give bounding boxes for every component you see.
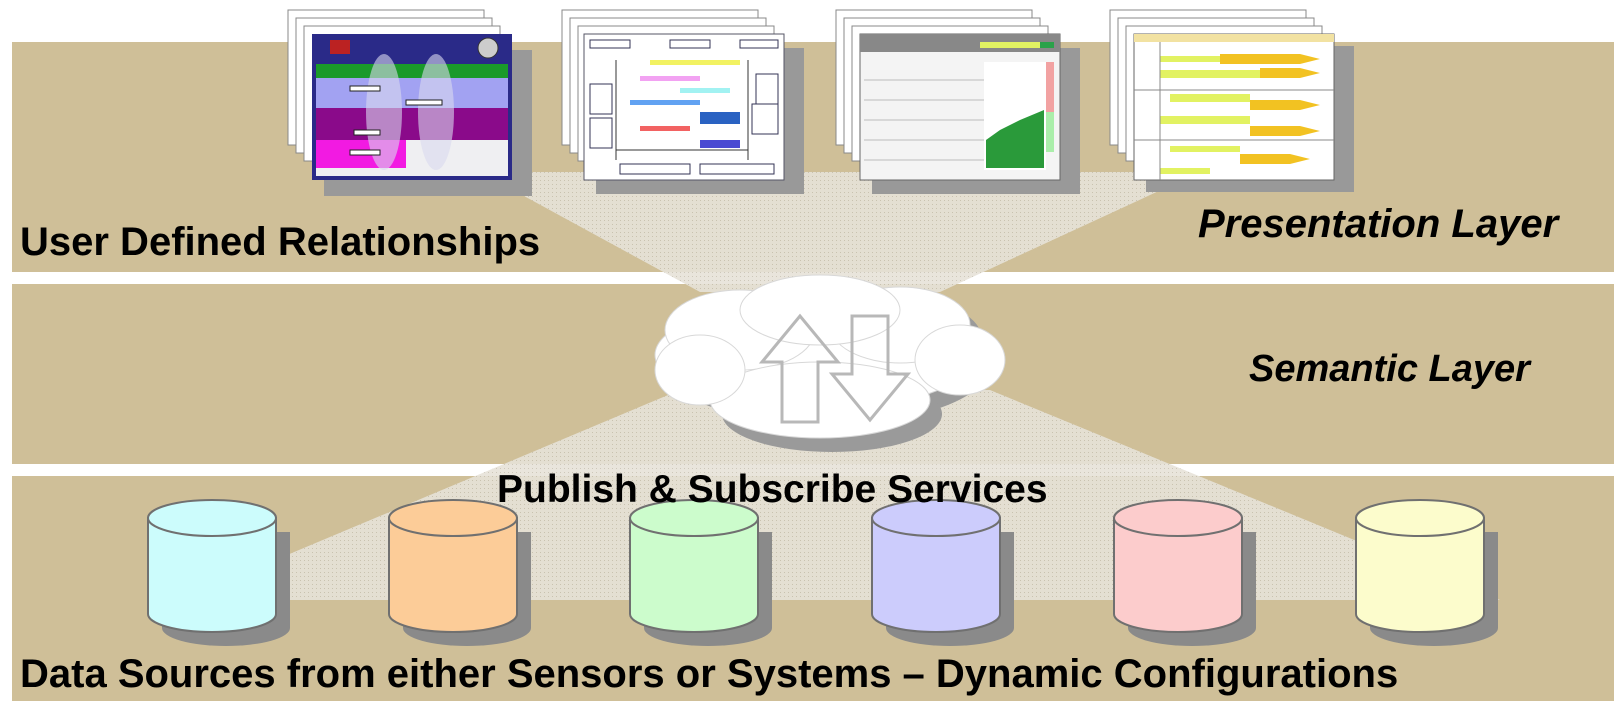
data-sources	[147, 499, 1498, 646]
schedule-chart-thumbnail	[1109, 9, 1354, 192]
flow-diagram-thumbnail	[561, 9, 804, 194]
data-source-cylinder	[1355, 499, 1498, 646]
publish-subscribe-label: Publish & Subscribe Services	[497, 468, 1048, 511]
presentation-layer-label: Presentation Layer	[1198, 202, 1559, 246]
presentation-documents	[287, 9, 1354, 196]
status-table-thumbnail	[835, 9, 1080, 194]
pubsub-cloud	[654, 274, 1006, 439]
data-source-cylinder	[871, 499, 1014, 646]
presentation-funnel	[480, 172, 1200, 292]
user-defined-relationships-label: User Defined Relationships	[20, 220, 541, 264]
data-source-cylinder	[1113, 499, 1256, 646]
data-source-cylinder	[388, 499, 531, 646]
semantic-layer-label: Semantic Layer	[1249, 348, 1530, 390]
data-source-cylinder	[147, 499, 290, 646]
data-sources-label: Data Sources from either Sensors or Syst…	[20, 652, 1399, 696]
data-source-cylinder	[629, 499, 772, 646]
publish-subscribe-arrows-icon	[758, 313, 912, 424]
briefing-slide-thumbnail	[287, 9, 532, 196]
